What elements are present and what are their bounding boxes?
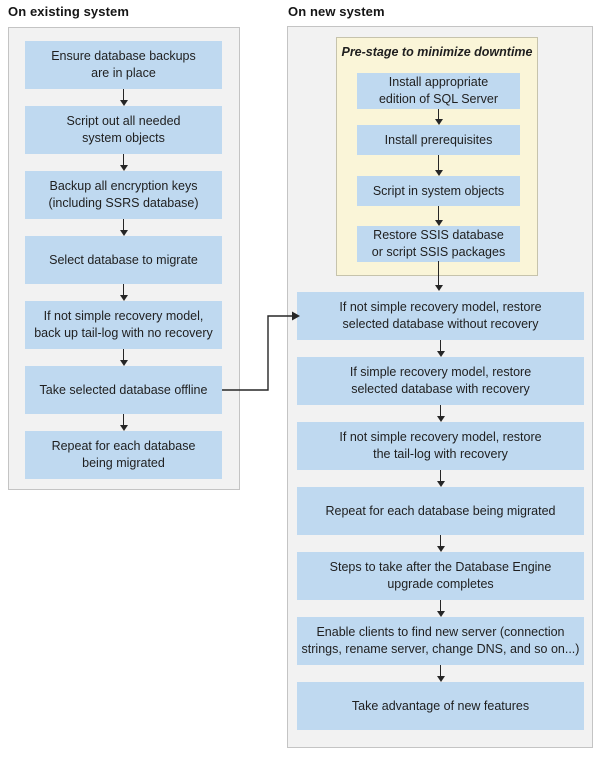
down-arrow-icon: [434, 109, 443, 125]
step-restore-taillog-recovery: If not simple recovery model, restore th…: [297, 422, 584, 470]
prestage-script-system-objects: Script in system objects: [357, 176, 520, 206]
step-backup-taillog: If not simple recovery model, back up ta…: [25, 301, 222, 349]
down-arrow-icon: [436, 665, 445, 682]
prestage-title: Pre-stage to minimize downtime: [341, 45, 533, 59]
elbow-connector-arrow: [222, 311, 300, 391]
step-take-database-offline: Take selected database offline: [25, 366, 222, 414]
down-arrow-icon: [436, 535, 445, 552]
down-arrow-icon: [119, 89, 128, 106]
prestage-container: Pre-stage to minimize downtime Install a…: [336, 37, 538, 276]
prestage-restore-ssis: Restore SSIS database or script SSIS pac…: [357, 226, 520, 262]
step-repeat-new: Repeat for each database being migrated: [297, 487, 584, 535]
prestage-install-sql-server: Install appropriate edition of SQL Serve…: [357, 73, 520, 109]
down-arrow-icon: [119, 414, 128, 431]
down-arrow-icon: [436, 340, 445, 357]
down-arrow-icon: [436, 405, 445, 422]
new-system-heading: On new system: [288, 4, 385, 19]
down-arrow-icon: [436, 600, 445, 617]
step-backup-encryption-keys: Backup all encryption keys (including SS…: [25, 171, 222, 219]
step-restore-with-recovery: If simple recovery model, restore select…: [297, 357, 584, 405]
down-arrow-icon: [434, 155, 443, 176]
step-repeat-existing: Repeat for each database being migrated: [25, 431, 222, 479]
step-script-system-objects: Script out all needed system objects: [25, 106, 222, 154]
down-arrow-icon: [434, 261, 443, 291]
down-arrow-icon: [119, 349, 128, 366]
down-arrow-icon: [436, 470, 445, 487]
step-select-database: Select database to migrate: [25, 236, 222, 284]
step-new-features: Take advantage of new features: [297, 682, 584, 730]
down-arrow-icon: [119, 219, 128, 236]
step-enable-clients: Enable clients to find new server (conne…: [297, 617, 584, 665]
down-arrow-icon: [434, 206, 443, 226]
down-arrow-icon: [119, 154, 128, 171]
step-ensure-backups: Ensure database backups are in place: [25, 41, 222, 89]
prestage-install-prerequisites: Install prerequisites: [357, 125, 520, 155]
down-arrow-icon: [119, 284, 128, 301]
step-restore-without-recovery: If not simple recovery model, restore se…: [297, 292, 584, 340]
existing-system-heading: On existing system: [8, 4, 130, 19]
step-post-upgrade-steps: Steps to take after the Database Engine …: [297, 552, 584, 600]
